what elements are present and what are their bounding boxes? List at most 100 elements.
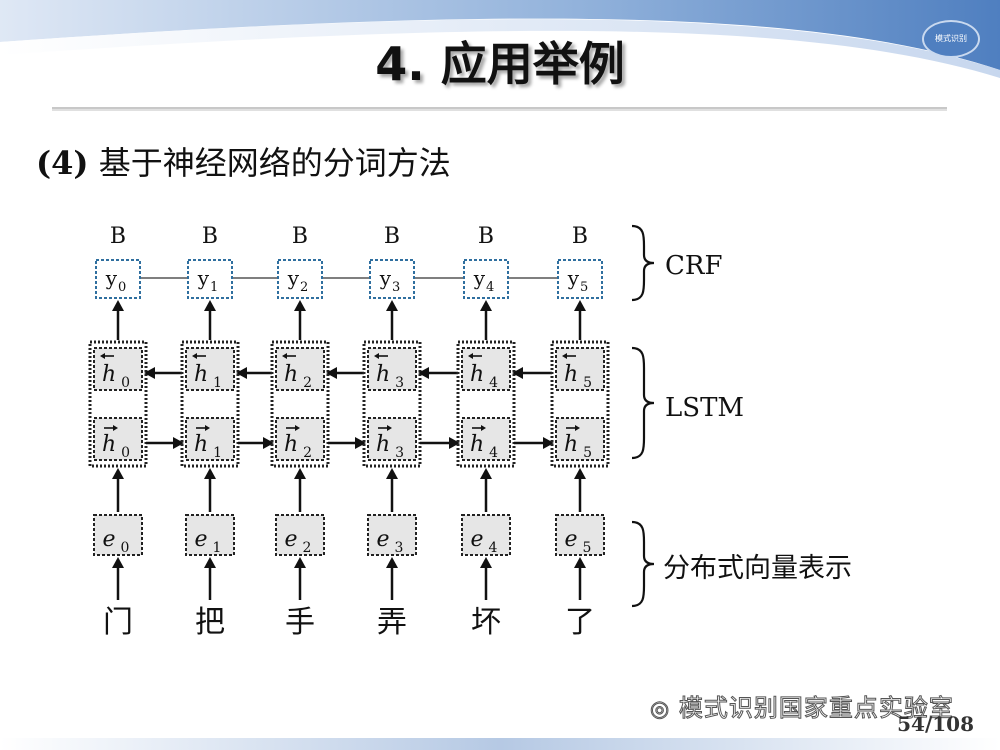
tag-label-4: B xyxy=(478,224,494,249)
forward-accent-head-4 xyxy=(481,425,486,431)
output-node-5 xyxy=(557,259,603,299)
forward-recurrent-arrow-1-head xyxy=(263,437,274,449)
tag-label-3: B xyxy=(384,224,400,249)
tag-label-1: B xyxy=(202,224,218,249)
input-char-3: 弄 xyxy=(377,605,407,640)
backward-recurrent-arrow-0-head xyxy=(144,367,155,379)
forward-cell-3 xyxy=(367,417,417,461)
wechat-icon: ◎ xyxy=(649,697,671,723)
input-char-0: 门 xyxy=(103,605,133,640)
char-to-embedding-arrow-1-head xyxy=(204,557,216,568)
forward-accent-head-5 xyxy=(575,425,580,431)
page-number: 54/108 xyxy=(897,712,974,736)
lstm-to-output-arrow-0-head xyxy=(112,300,124,311)
lstm-block-0 xyxy=(88,340,148,468)
embedding-brace xyxy=(631,520,655,608)
tag-label-5: B xyxy=(572,224,588,249)
forward-recurrent-arrow-3-head xyxy=(449,437,460,449)
lstm-brace xyxy=(631,346,655,460)
slide-title: 4. 应用举例 xyxy=(375,37,625,91)
input-char-2: 手 xyxy=(285,605,315,640)
embedding-to-lstm-arrow-0-head xyxy=(112,468,124,479)
output-label-0: y0 xyxy=(105,266,127,295)
embedding-node-0 xyxy=(93,514,143,556)
embedding-node-2 xyxy=(275,514,325,556)
lstm-block-3 xyxy=(362,340,422,468)
lstm-block-1 xyxy=(180,340,240,468)
embedding-node-5 xyxy=(555,514,605,556)
backward-accent-head-5 xyxy=(562,353,567,359)
output-node-4 xyxy=(463,259,509,299)
lab-logo: 模式识别 xyxy=(922,20,980,58)
backward-recurrent-arrow-3-head xyxy=(418,367,429,379)
subtitle-number: (4) xyxy=(36,144,89,182)
char-to-embedding-arrow-0-head xyxy=(112,557,124,568)
slide-subtitle: (4) 基于神经网络的分词方法 xyxy=(36,138,451,184)
wechat-watermark: ◎ 模式识别国家重点实验室 xyxy=(649,688,954,723)
forward-recurrent-arrow-4-head xyxy=(543,437,554,449)
char-to-embedding-arrow-5-head xyxy=(574,557,586,568)
output-label-4: y4 xyxy=(473,266,495,295)
backward-accent-head-4 xyxy=(468,353,473,359)
embedding-layer-label: 分布式向量表示 xyxy=(663,553,852,584)
char-to-embedding-arrow-2-head xyxy=(294,557,306,568)
embedding-to-lstm-arrow-1-head xyxy=(204,468,216,479)
tag-label-0: B xyxy=(110,224,126,249)
backward-recurrent-arrow-2-head xyxy=(326,367,337,379)
lstm-to-output-arrow-5-head xyxy=(574,300,586,311)
subtitle-text: 基于神经网络的分词方法 xyxy=(88,144,451,182)
output-node-0 xyxy=(95,259,141,299)
lstm-block-4 xyxy=(456,340,516,468)
crf-layer-label: CRF xyxy=(665,251,723,281)
watermark-text: 模式识别国家重点实验室 xyxy=(678,694,954,723)
output-label-3: y3 xyxy=(379,266,401,295)
output-label-1: y1 xyxy=(197,266,219,295)
output-node-1 xyxy=(187,259,233,299)
forward-accent-head-2 xyxy=(295,425,300,431)
output-label-2: y2 xyxy=(287,266,309,295)
forward-recurrent-arrow-0-head xyxy=(173,437,184,449)
char-to-embedding-arrow-4-head xyxy=(480,557,492,568)
embedding-node-1 xyxy=(185,514,235,556)
backward-recurrent-arrow-4-head xyxy=(512,367,523,379)
lstm-to-output-arrow-4-head xyxy=(480,300,492,311)
forward-cell-0 xyxy=(93,417,143,461)
forward-cell-1 xyxy=(185,417,235,461)
embedding-node-4 xyxy=(461,514,511,556)
output-node-3 xyxy=(369,259,415,299)
backward-accent-head-3 xyxy=(374,353,379,359)
input-char-4: 坏 xyxy=(471,605,501,640)
forward-cell-2 xyxy=(275,417,325,461)
embedding-to-lstm-arrow-3-head xyxy=(386,468,398,479)
tag-label-2: B xyxy=(292,224,308,249)
input-char-5: 了 xyxy=(565,605,595,640)
backward-recurrent-arrow-1-head xyxy=(236,367,247,379)
lstm-block-2 xyxy=(270,340,330,468)
lstm-to-output-arrow-1-head xyxy=(204,300,216,311)
backward-accent-head-0 xyxy=(100,353,105,359)
forward-accent-head-3 xyxy=(387,425,392,431)
forward-recurrent-arrow-2-head xyxy=(355,437,366,449)
crf-brace xyxy=(631,224,655,302)
embedding-to-lstm-arrow-2-head xyxy=(294,468,306,479)
forward-cell-4 xyxy=(461,417,511,461)
